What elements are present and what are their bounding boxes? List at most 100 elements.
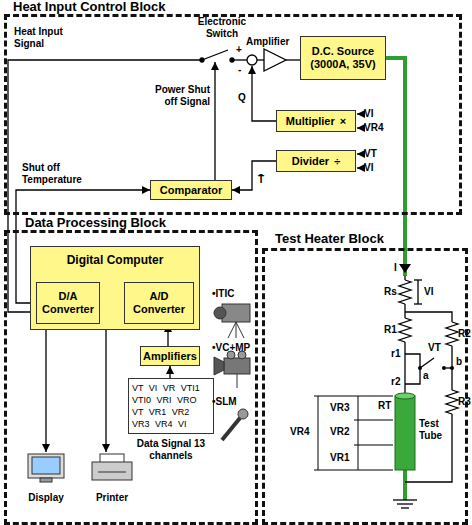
device-icon: Printer	[84, 452, 140, 504]
signal-label: R2	[458, 328, 471, 340]
heater-circuit	[399, 280, 411, 304]
control-wires	[286, 59, 300, 60]
node-text: VT VI VR VTI1 VTI0 VRI VRO VT VR1 VR2 VR…	[132, 382, 210, 430]
process-box: Multiplier×	[276, 110, 356, 132]
heater-circuit	[405, 312, 452, 322]
switch-summer-amplifier	[230, 58, 234, 62]
control-wires	[202, 50, 228, 60]
current-arrow	[399, 264, 411, 273]
block-region: Data Processing BlockDigital ComputerD/A…	[4, 230, 258, 525]
heater-circuit	[404, 276, 405, 280]
process-box: A/D Converter	[124, 282, 194, 324]
computer-box: Digital ComputerD/A ConverterA/D Convert…	[30, 246, 200, 330]
test-tube	[395, 393, 415, 399]
control-wires	[357, 153, 363, 154]
voltage-taps	[354, 420, 393, 421]
process-box: Amplifiers	[140, 346, 200, 366]
measurement-icons	[236, 322, 244, 338]
signal-label: Data Signal 13 channels	[128, 438, 214, 462]
signal-label: Power Shut off Signal	[150, 84, 210, 108]
signal-label: VT	[364, 148, 377, 160]
signal-label: •VC+MP	[212, 342, 250, 354]
signal-label: VI	[364, 108, 373, 120]
block-title: Data Processing Block	[22, 216, 169, 230]
node-text: Divider	[292, 155, 329, 168]
heater-circuit	[446, 390, 458, 414]
display-printer-icons	[92, 462, 132, 480]
measurement-icons	[237, 374, 238, 388]
terminal-dots	[418, 366, 422, 370]
signal-label: +	[236, 44, 242, 56]
heater-circuit	[397, 503, 413, 504]
measurement-icons	[238, 409, 248, 419]
measurement-icons	[228, 322, 236, 338]
heater-circuit	[420, 358, 434, 368]
node-text: ×	[340, 115, 346, 128]
voltage-taps	[354, 445, 393, 446]
heater-circuit	[399, 318, 411, 342]
control-wires	[357, 167, 363, 168]
test-tube	[395, 393, 415, 470]
heater-circuit	[401, 507, 409, 508]
node-text: Display	[28, 492, 64, 504]
display-printer-icons	[40, 478, 52, 482]
signal-list-box: VT VI VR VTI1 VTI0 VRI VRO VT VR1 VR2 VR…	[128, 378, 214, 434]
signal-connector	[232, 161, 276, 190]
node-text: D.C. Source (3000A, 35V)	[304, 45, 382, 71]
switch-summer-amplifier	[247, 55, 257, 65]
display-printer-icons	[32, 457, 60, 474]
display-printer-icons	[28, 454, 64, 478]
heater-circuit	[414, 279, 422, 280]
measurement-icons	[222, 418, 240, 440]
power-cable	[386, 58, 405, 276]
heater-circuit	[417, 280, 418, 304]
block-title: Heat Input Control Block	[10, 0, 168, 14]
signal-label: Rs	[384, 286, 397, 298]
measurement-icons	[214, 357, 224, 375]
process-box: D.C. Source (3000A, 35V)	[300, 36, 386, 80]
control-wires	[357, 127, 363, 128]
control-wires	[234, 59, 247, 60]
signal-label: r1	[391, 348, 400, 360]
voltage-taps	[314, 396, 393, 470]
signal-label: -	[238, 64, 241, 76]
node-text: A/D Converter	[128, 290, 190, 316]
signal-label: VI	[364, 162, 373, 174]
signal-connector	[169, 366, 170, 378]
signal-connector	[45, 330, 46, 452]
signal-label: Shut off Temperature	[22, 162, 102, 186]
measurement-icons	[214, 307, 226, 319]
heater-circuit	[404, 342, 405, 396]
test-tube	[395, 396, 415, 470]
signal-label: VR1	[330, 452, 349, 464]
process-box: D/A Converter	[36, 282, 100, 324]
heater-circuit	[393, 499, 417, 500]
signal-connector	[105, 330, 106, 452]
device-icon: Display	[18, 452, 74, 504]
heater-circuit	[405, 354, 420, 384]
terminal-dots	[418, 366, 454, 370]
signal-label: VR4	[364, 122, 383, 134]
signal-label: R3	[458, 396, 471, 408]
signal-label: T̄	[258, 174, 264, 186]
voltage-taps	[318, 396, 319, 470]
signal-label: Electronic Switch	[192, 16, 252, 40]
signal-label: •SLM	[212, 396, 237, 408]
display-printer-icons	[28, 454, 132, 482]
signal-label: VR3	[330, 402, 349, 414]
heater-circuit	[414, 303, 422, 304]
voltage-taps	[358, 396, 359, 470]
signal-label: I	[394, 262, 397, 274]
signal-label: b	[456, 356, 462, 368]
heater-circuit	[404, 304, 405, 318]
signal-label: Heat Input Signal	[14, 26, 76, 50]
signal-label: RT	[378, 400, 391, 412]
control-wires	[214, 62, 215, 180]
power-cable	[403, 470, 407, 500]
node-text: Printer	[96, 492, 128, 504]
signal-label: Amplifier	[246, 36, 289, 48]
signal-label: VR2	[330, 426, 349, 438]
process-box: Comparator	[150, 180, 232, 200]
signal-label: Test Tube	[419, 418, 449, 442]
terminal-dots	[442, 366, 446, 370]
